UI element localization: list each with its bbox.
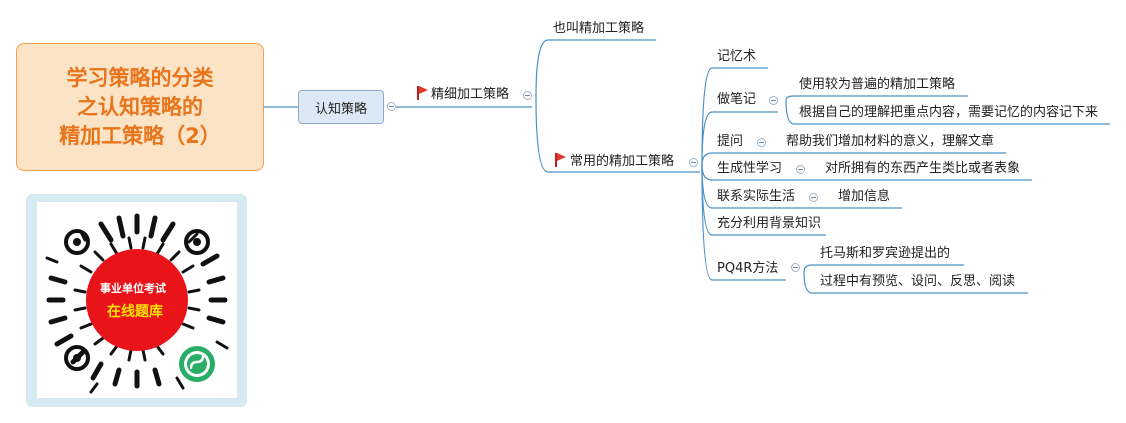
pq4r-detail-1[interactable]: 托马斯和罗宾逊提出的 <box>820 246 951 261</box>
qr-code-image[interactable] <box>37 202 237 398</box>
generative-learning-detail[interactable]: 对所拥有的东西产生类比或者表象 <box>825 161 1021 176</box>
collapse-icon[interactable] <box>796 165 805 174</box>
central-topic-label: 认知策略 <box>314 101 367 117</box>
item-note-taking[interactable]: 做笔记 <box>717 92 757 107</box>
flag-icon <box>555 153 566 167</box>
collapse-icon[interactable] <box>757 138 766 147</box>
title-line-1: 学习策略的分类 <box>66 65 214 90</box>
item-generative-learning[interactable]: 生成性学习 <box>717 161 783 176</box>
common-strategies-label[interactable]: 常用的精加工策略 <box>570 154 675 169</box>
branch-label[interactable]: 精细加工策略 <box>431 87 510 102</box>
item-memory-technique[interactable]: 记忆术 <box>717 49 757 64</box>
qr-text-line-1: 事业单位考试 <box>100 282 166 295</box>
note-taking-detail-1[interactable]: 使用较为普遍的精加工策略 <box>799 77 956 92</box>
title-line-2: 之认知策略的 <box>77 94 203 119</box>
item-pq4r[interactable]: PQ4R方法 <box>717 261 779 276</box>
flag-icon <box>417 86 428 100</box>
central-topic[interactable]: 认知策略 <box>298 90 384 124</box>
collapse-icon[interactable] <box>689 158 698 167</box>
pq4r-detail-2[interactable]: 过程中有预览、设问、反思、阅读 <box>820 274 1016 289</box>
questioning-detail[interactable]: 帮助我们增加材料的意义，理解文章 <box>786 134 995 149</box>
item-real-life[interactable]: 联系实际生活 <box>717 189 796 204</box>
note-taking-detail-2[interactable]: 根据自己的理解把重点内容，需要记忆的内容记下来 <box>799 105 1099 120</box>
item-background-knowledge[interactable]: 充分利用背景知识 <box>717 216 822 231</box>
alias-label[interactable]: 也叫精加工策略 <box>553 21 645 36</box>
collapse-icon[interactable] <box>791 263 800 272</box>
title-line-3: 精加工策略（2） <box>59 123 221 148</box>
collapse-icon[interactable] <box>523 91 532 100</box>
qr-text-line-2: 在线题库 <box>107 304 163 320</box>
collapse-icon[interactable] <box>809 193 818 202</box>
real-life-detail[interactable]: 增加信息 <box>838 189 891 204</box>
collapse-icon[interactable] <box>387 102 396 111</box>
title-box: 学习策略的分类 之认知策略的 精加工策略（2） <box>16 43 264 171</box>
item-questioning[interactable]: 提问 <box>717 134 744 149</box>
collapse-icon[interactable] <box>769 96 778 105</box>
